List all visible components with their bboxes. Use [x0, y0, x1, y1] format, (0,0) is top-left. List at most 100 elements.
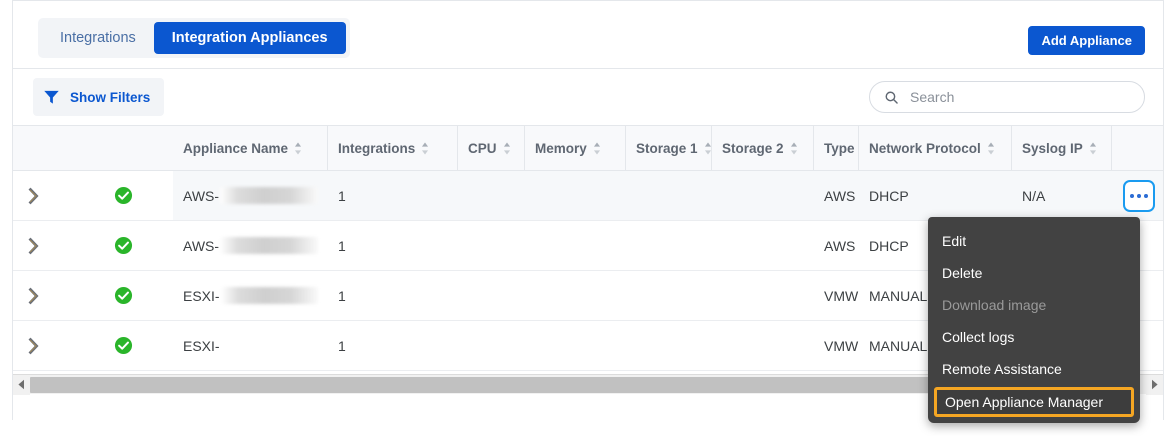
- show-filters-label: Show Filters: [70, 89, 151, 105]
- row-expand-cell[interactable]: [13, 271, 73, 320]
- column-header-label: Memory: [535, 140, 587, 156]
- type-cell: AWS: [814, 221, 859, 270]
- search-box[interactable]: [869, 81, 1145, 113]
- chevron-right-icon[interactable]: [23, 185, 45, 207]
- memory-cell: [525, 321, 626, 370]
- chevron-right-icon[interactable]: [23, 285, 45, 307]
- sort-icon[interactable]: [704, 141, 712, 155]
- syslog-ip-cell-value: N/A: [1022, 187, 1046, 204]
- row-status-cell: [73, 221, 173, 270]
- network-protocol-cell: MANUAL: [859, 271, 1012, 320]
- integrations-cell: 1: [328, 221, 458, 270]
- memory-cell: [525, 171, 626, 220]
- context-menu-item-edit[interactable]: Edit: [942, 233, 967, 249]
- storage-2-cell: [712, 171, 814, 220]
- tab-bar: Integrations Integration Appliances Add …: [13, 1, 1163, 69]
- sort-icon[interactable]: [503, 141, 511, 155]
- add-appliance-button[interactable]: Add Appliance: [1028, 26, 1145, 55]
- chevron-right-icon[interactable]: [1146, 374, 1163, 395]
- context-menu-item-delete[interactable]: Delete: [942, 265, 983, 281]
- filter-bar: Show Filters: [13, 69, 1163, 125]
- status-ok-icon: [114, 236, 133, 255]
- network-protocol-cell-value: MANUAL: [869, 337, 928, 354]
- status-ok-icon: [114, 286, 133, 305]
- column-header-storage-1[interactable]: Storage 1: [626, 126, 712, 170]
- chevron-left-icon[interactable]: [13, 374, 30, 395]
- context-menu-item-open-appliance-manager[interactable]: Open Appliance Manager: [934, 387, 1134, 417]
- scrollbar-thumb[interactable]: [30, 376, 1119, 393]
- row-expand-cell[interactable]: [13, 221, 73, 270]
- cpu-cell: [458, 221, 525, 270]
- column-header-blank: [73, 126, 173, 170]
- column-header-syslog-ip[interactable]: Syslog IP: [1012, 126, 1112, 170]
- storage-1-cell: [626, 221, 712, 270]
- tab-integration-appliances[interactable]: Integration Appliances: [153, 22, 346, 54]
- sort-icon[interactable]: [790, 141, 798, 155]
- row-actions-cell[interactable]: [1123, 171, 1155, 221]
- type-cell: VMW: [814, 271, 859, 320]
- row-expand-cell[interactable]: [13, 171, 73, 220]
- row-actions-menu-button[interactable]: [1123, 180, 1155, 212]
- appliance-name-text: ESXI-: [183, 287, 220, 304]
- appliance-name-cell: AWS-: [173, 171, 328, 220]
- appliance-name-cell: AWS-: [173, 221, 328, 270]
- appliance-name-text: ESXI-: [183, 337, 220, 354]
- integrations-cell: 1: [328, 321, 458, 370]
- row-expand-cell[interactable]: [13, 321, 73, 370]
- integrations-cell-value: 1: [338, 287, 346, 304]
- storage-1-cell: [626, 321, 712, 370]
- appliance-name-text: AWS-: [183, 187, 220, 204]
- search-icon: [884, 90, 899, 105]
- type-cell-value: AWS: [824, 187, 856, 204]
- sort-icon[interactable]: [987, 141, 995, 155]
- chevron-right-icon[interactable]: [23, 335, 45, 357]
- status-ok-icon: [114, 336, 133, 355]
- column-header-integrations[interactable]: Integrations: [328, 126, 458, 170]
- column-header-label: Type: [824, 140, 855, 156]
- search-input[interactable]: [910, 89, 1130, 105]
- context-menu-item-remote-assistance[interactable]: Remote Assistance: [942, 361, 1062, 377]
- storage-2-cell: [712, 321, 814, 370]
- kebab-dot: [1130, 194, 1134, 198]
- storage-1-cell: [626, 271, 712, 320]
- kebab-dot: [1137, 194, 1141, 198]
- tab-group: Integrations Integration Appliances: [38, 18, 350, 58]
- column-header-type[interactable]: Type: [814, 126, 859, 170]
- sort-icon[interactable]: [294, 141, 302, 155]
- table-row[interactable]: AWS- 1 AWS DHCP N/A: [13, 171, 1163, 221]
- redacted-name-block: [220, 187, 318, 204]
- sort-icon[interactable]: [421, 141, 429, 155]
- cpu-cell: [458, 271, 525, 320]
- column-header-label: Integrations: [338, 140, 416, 156]
- integrations-cell-value: 1: [338, 187, 346, 204]
- context-menu-item-download-image: Download image: [942, 297, 1047, 313]
- show-filters-button[interactable]: Show Filters: [33, 78, 165, 116]
- integrations-cell: 1: [328, 271, 458, 320]
- chevron-right-icon[interactable]: [23, 235, 45, 257]
- column-header-appliance-name[interactable]: Appliance Name: [173, 126, 328, 170]
- context-menu-item-collect-logs[interactable]: Collect logs: [942, 329, 1015, 345]
- scrollbar-track[interactable]: [30, 375, 1146, 395]
- column-header-network-protocol[interactable]: Network Protocol: [859, 126, 1012, 170]
- integrations-cell-value: 1: [338, 237, 346, 254]
- column-header-storage-2[interactable]: Storage 2: [712, 126, 814, 170]
- sort-icon[interactable]: [1089, 141, 1097, 155]
- memory-cell: [525, 221, 626, 270]
- horizontal-scrollbar[interactable]: [13, 374, 1163, 395]
- row-status-cell: [73, 171, 173, 220]
- redacted-name-block: [220, 287, 318, 304]
- column-header-cpu[interactable]: CPU: [458, 126, 525, 170]
- network-protocol-cell-value: DHCP: [869, 237, 909, 254]
- column-header-label: Storage 2: [722, 140, 784, 156]
- column-header-label: Storage 1: [636, 140, 698, 156]
- table-header-row: Appliance Name Integrations CPU Memory Stora…: [13, 125, 1163, 171]
- network-protocol-cell: MANUAL: [859, 321, 1012, 370]
- network-protocol-cell-value: DHCP: [869, 187, 909, 204]
- syslog-ip-cell: N/A: [1012, 171, 1112, 220]
- sort-icon[interactable]: [593, 141, 601, 155]
- tab-integrations[interactable]: Integrations: [60, 30, 136, 46]
- network-protocol-cell: DHCP: [859, 221, 1012, 270]
- column-header-memory[interactable]: Memory: [525, 126, 626, 170]
